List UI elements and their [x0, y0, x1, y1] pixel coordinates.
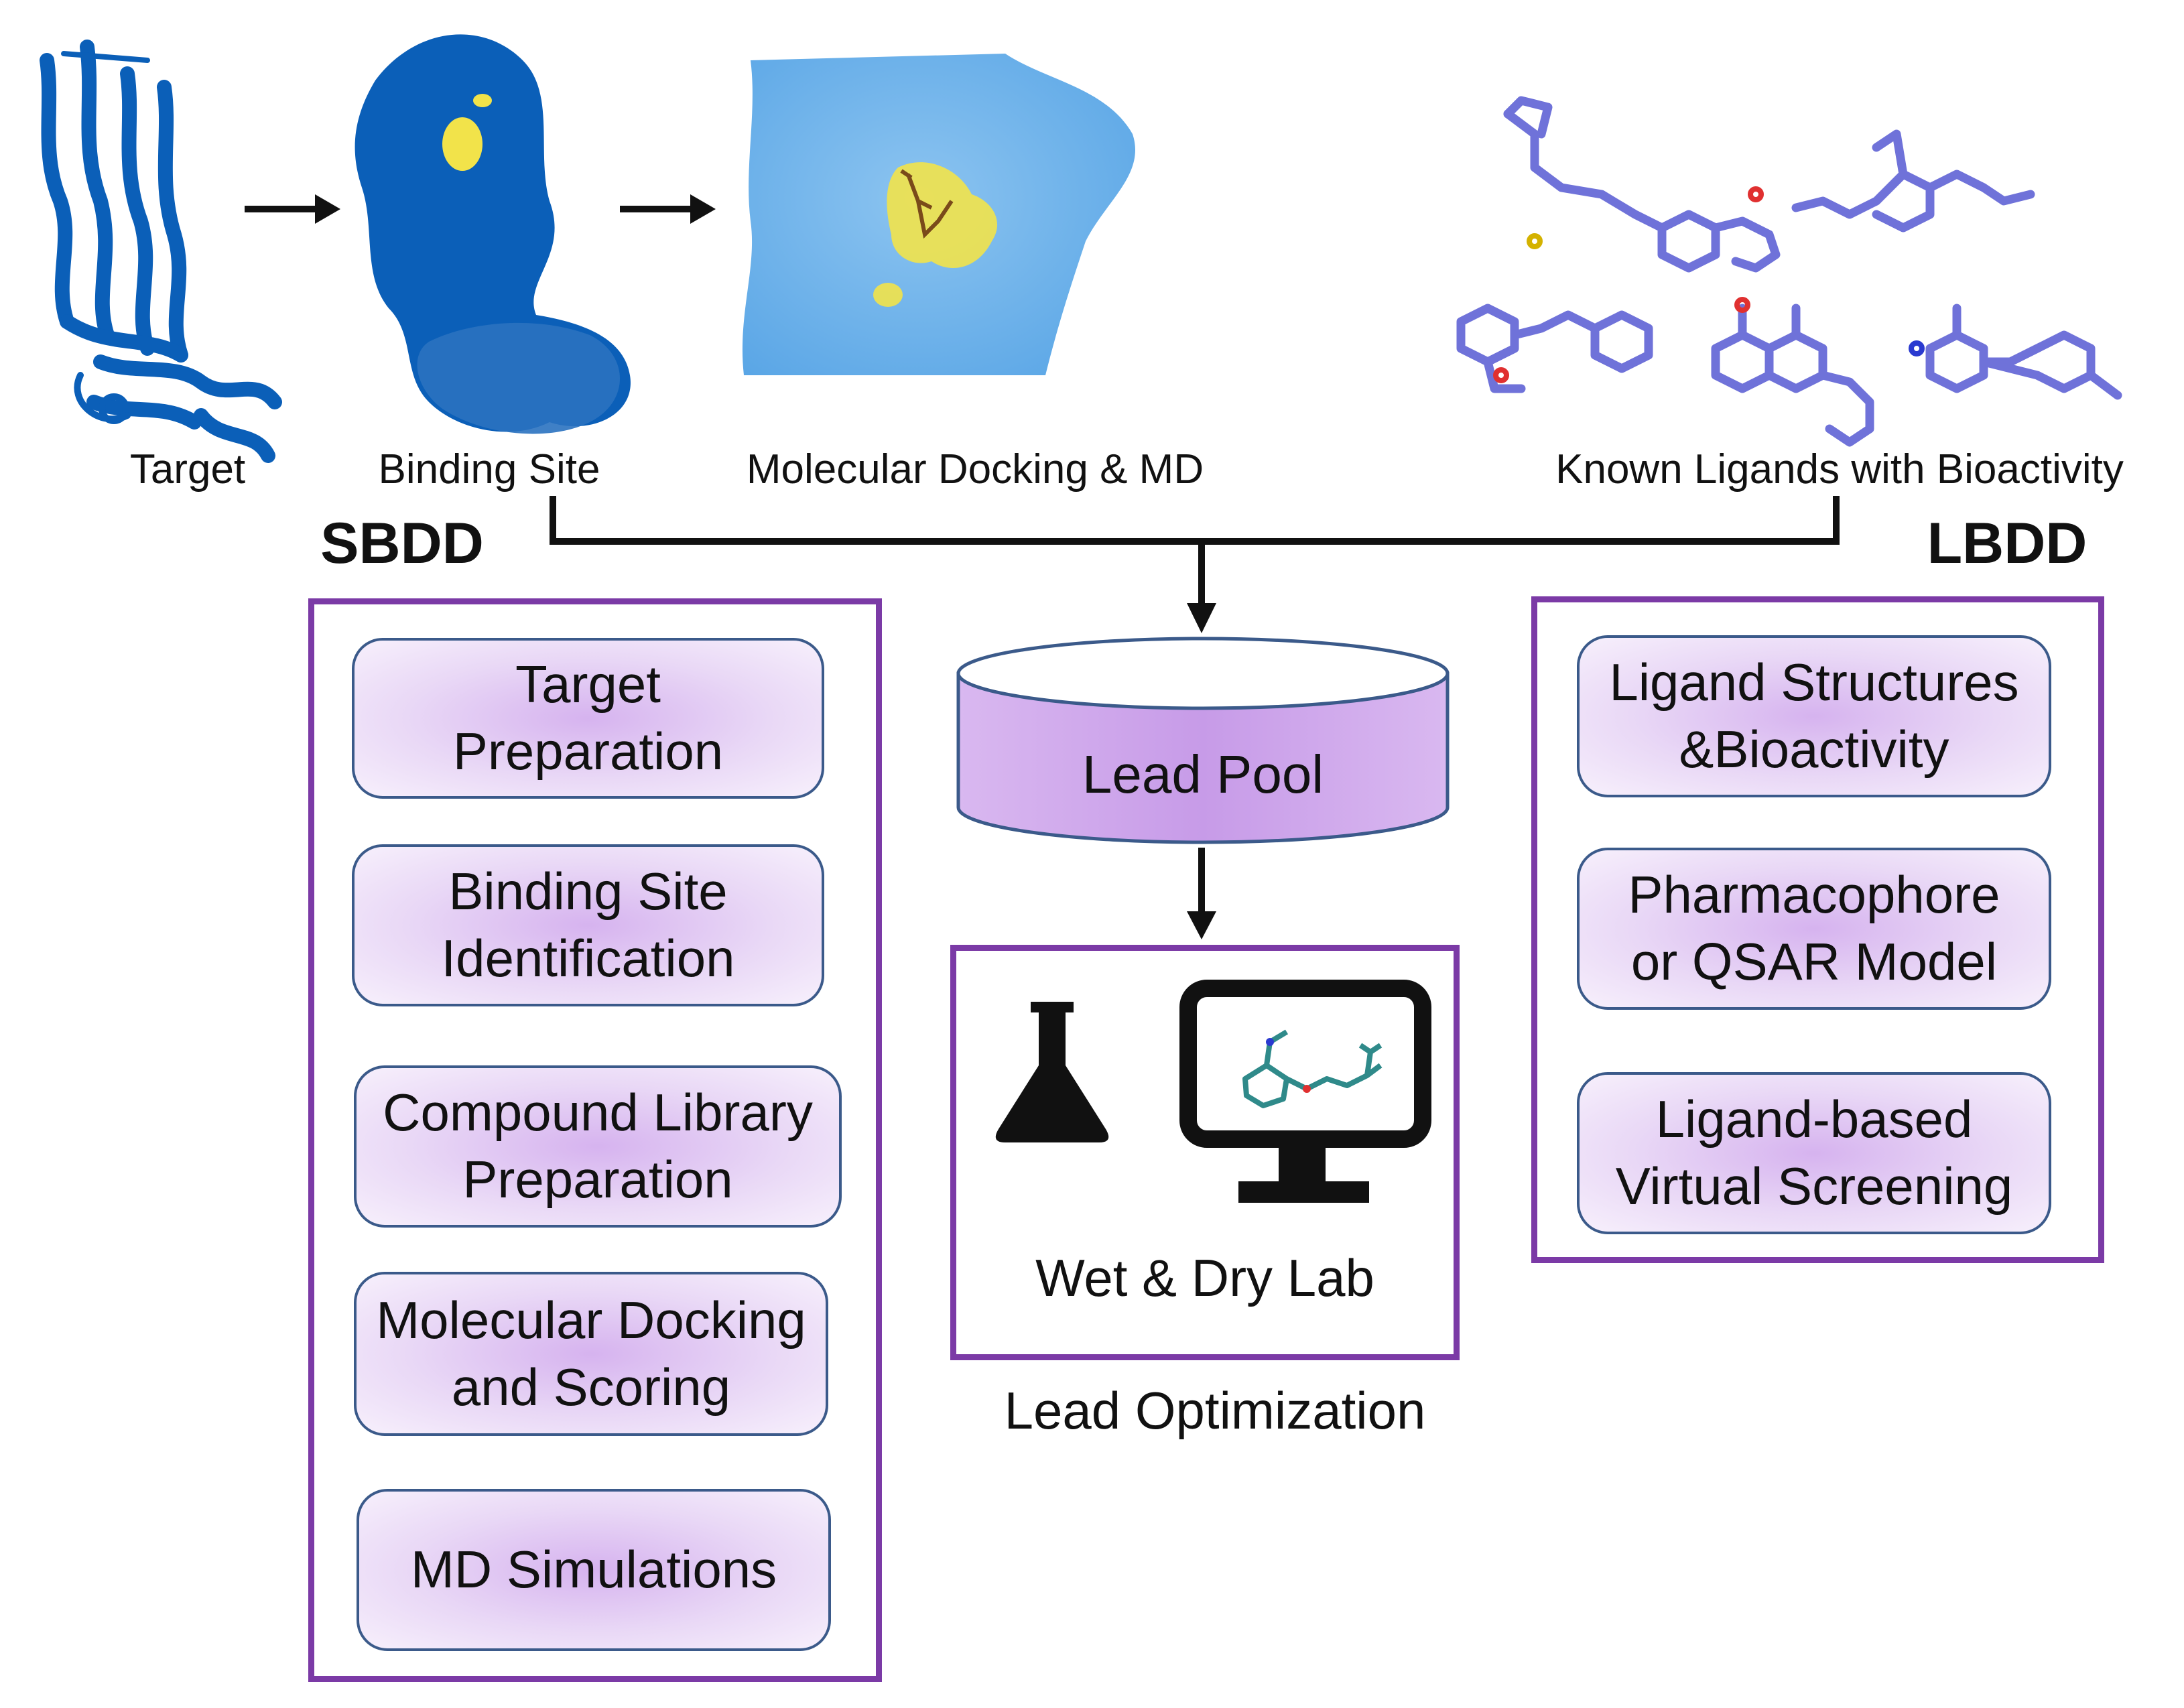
label-target: Target — [129, 446, 246, 492]
wet-dry-lab-label: Wet & Dry Lab — [1035, 1248, 1374, 1307]
binding-site-illustration — [355, 34, 631, 434]
label-binding-site: Binding Site — [378, 446, 600, 492]
lead-optimization-label: Lead Optimization — [1004, 1381, 1426, 1440]
sbdd-step-molecular-docking-scoring: Molecular Docking and Scoring — [354, 1272, 828, 1436]
arrow-binding-to-docking — [620, 194, 716, 224]
section-title-sbdd: SBDD — [320, 511, 484, 576]
section-title-lbdd: LBDD — [1927, 511, 2087, 576]
label-docking-md: Molecular Docking & MD — [746, 446, 1204, 492]
lbdd-step-ligand-based-virtual-screening: Ligand-based Virtual Screening — [1577, 1072, 2051, 1234]
lead-pool-label: Lead Pool — [1082, 744, 1324, 804]
flask-icon — [995, 1002, 1109, 1142]
arrow-lead-pool-to-lab — [1187, 848, 1216, 939]
sbdd-step-binding-site-identification: Binding Site Identification — [352, 844, 824, 1006]
arrow-target-to-binding — [245, 194, 340, 224]
connector-to-lead-pool — [550, 496, 1840, 603]
known-ligands-illustration — [1456, 96, 2122, 447]
label-known-ligands: Known Ligands with Bioactivity — [1555, 446, 2124, 492]
lbdd-step-pharmacophore-qsar: Pharmacophore or QSAR Model — [1577, 848, 2051, 1010]
computer-monitor-icon — [1179, 980, 1431, 1203]
arrow-into-lead-pool — [1187, 603, 1216, 633]
docking-illustration — [742, 54, 1135, 375]
lbdd-step-ligand-structures-bioactivity: Ligand Structures &Bioactivity — [1577, 635, 2051, 797]
lead-pool-cylinder — [956, 637, 1450, 844]
sbdd-step-target-preparation: Target Preparation — [352, 638, 824, 799]
wet-dry-lab-box — [950, 945, 1460, 1360]
sbdd-step-compound-library-preparation: Compound Library Preparation — [354, 1065, 842, 1228]
sbdd-step-md-simulations: MD Simulations — [357, 1489, 831, 1651]
target-protein-illustration — [40, 40, 282, 463]
